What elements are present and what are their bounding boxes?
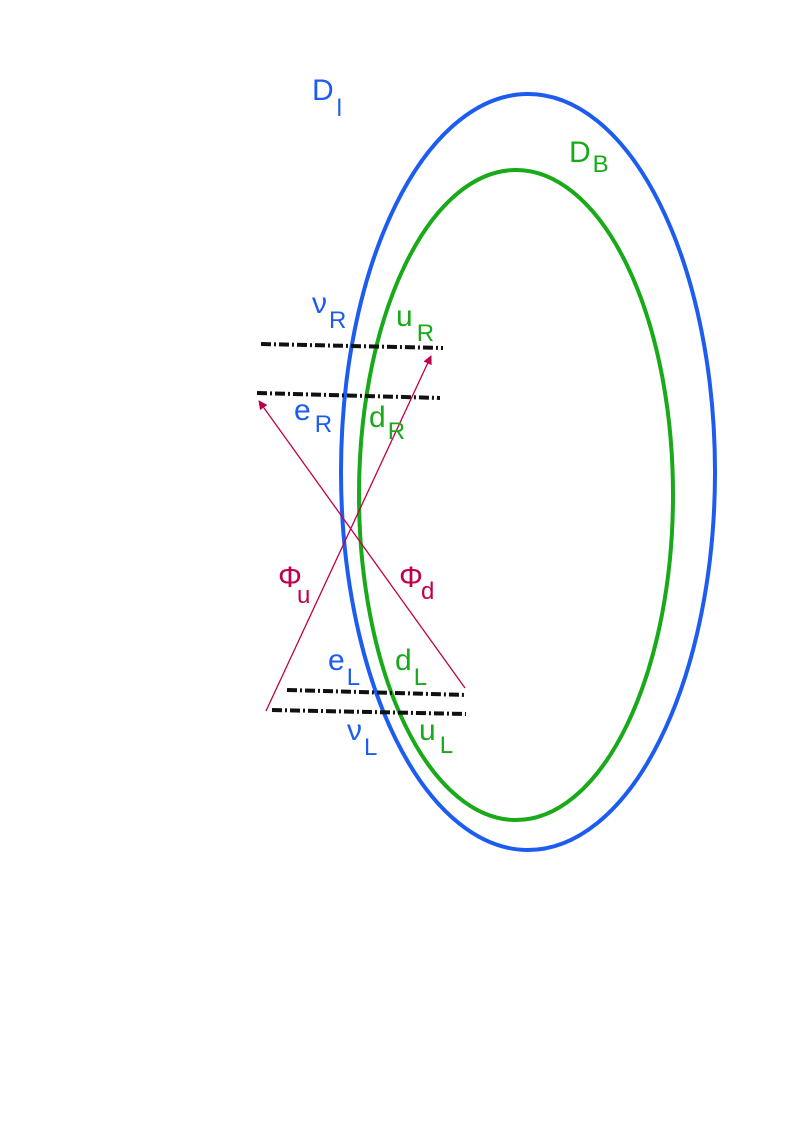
inner-brane-label: DB [569,136,609,178]
nu-l-label: νL [347,714,377,761]
e-l-label: eL [328,644,360,691]
inner-brane-ellipse [357,168,675,822]
phi-d-arrow [258,400,466,689]
outer-brane-label: Dl [312,74,342,122]
nu-r-label: νR [312,287,346,334]
right-handed-upper-stack [260,342,444,350]
d-r-label: dR [369,401,405,445]
d-l-label: dL [395,644,427,691]
outer-brane-ellipse [339,92,717,852]
phi-d-label: Φd [399,561,434,605]
right-handed-lower-stack [256,391,441,400]
left-handed-lower-stack [271,708,467,716]
left-handed-upper-stack [286,688,467,697]
u-r-label: uR [396,300,434,347]
phi-u-arrow [265,355,432,712]
